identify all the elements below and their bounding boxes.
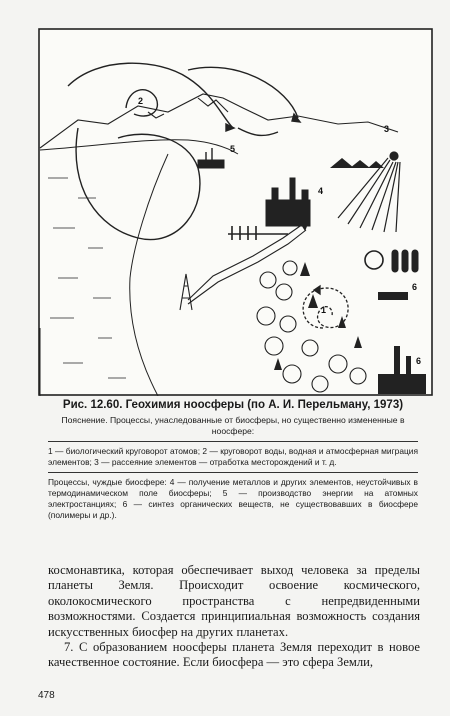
atomic-station-icon bbox=[197, 148, 225, 169]
caption-divider-2 bbox=[48, 472, 418, 473]
figure-label-6b: 6 bbox=[416, 356, 421, 366]
mine-heaps-icon bbox=[330, 158, 384, 168]
conifer-trees bbox=[274, 262, 362, 370]
body-text: космонавтика, которая обеспечивает выход… bbox=[48, 563, 420, 671]
forest-trees bbox=[256, 260, 367, 393]
sea-shore-icon bbox=[378, 292, 408, 300]
dispersion-rays bbox=[337, 151, 401, 233]
figure-label-2: 2 bbox=[138, 96, 143, 106]
water-cycle-arrows bbox=[67, 62, 302, 241]
figure-label-5: 5 bbox=[230, 144, 235, 154]
metallurgy-plant-icon bbox=[228, 177, 311, 240]
synthesis-factory-icon bbox=[378, 346, 426, 394]
biological-cycle-spiral bbox=[302, 284, 349, 329]
figure-label-4: 4 bbox=[318, 186, 323, 196]
sea bbox=[39, 139, 239, 396]
caption-legend-inherited: 1 — биологический круговорот атомов; 2 —… bbox=[48, 446, 418, 467]
figure-label-6a: 6 bbox=[412, 282, 417, 292]
page-number: 478 bbox=[38, 690, 55, 701]
oil-derrick-icon bbox=[179, 273, 193, 311]
body-paragraph-2: 7. С образованием ноосферы планета Земля… bbox=[48, 640, 420, 670]
body-paragraph-1: космонавтика, которая обеспечивает выход… bbox=[48, 563, 420, 639]
figure-frame bbox=[38, 28, 433, 396]
figure-label-3: 3 bbox=[384, 124, 389, 134]
figure-caption: Рис. 12.60. Геохимия ноосферы (по А. И. … bbox=[48, 398, 418, 521]
figure-label-1: 1 bbox=[321, 305, 326, 315]
noosphere-geochemistry-figure: 1 2 3 4 5 6 6 bbox=[38, 28, 433, 396]
caption-title: Рис. 12.60. Геохимия ноосферы (по А. И. … bbox=[62, 399, 404, 411]
caption-note: Пояснение. Процессы, унаследованные от б… bbox=[61, 415, 405, 436]
chemical-tanks-icon bbox=[364, 249, 419, 273]
caption-legend-alien: Процессы, чуждые биосфере: 4 — получение… bbox=[48, 477, 418, 520]
caption-divider bbox=[48, 441, 418, 442]
